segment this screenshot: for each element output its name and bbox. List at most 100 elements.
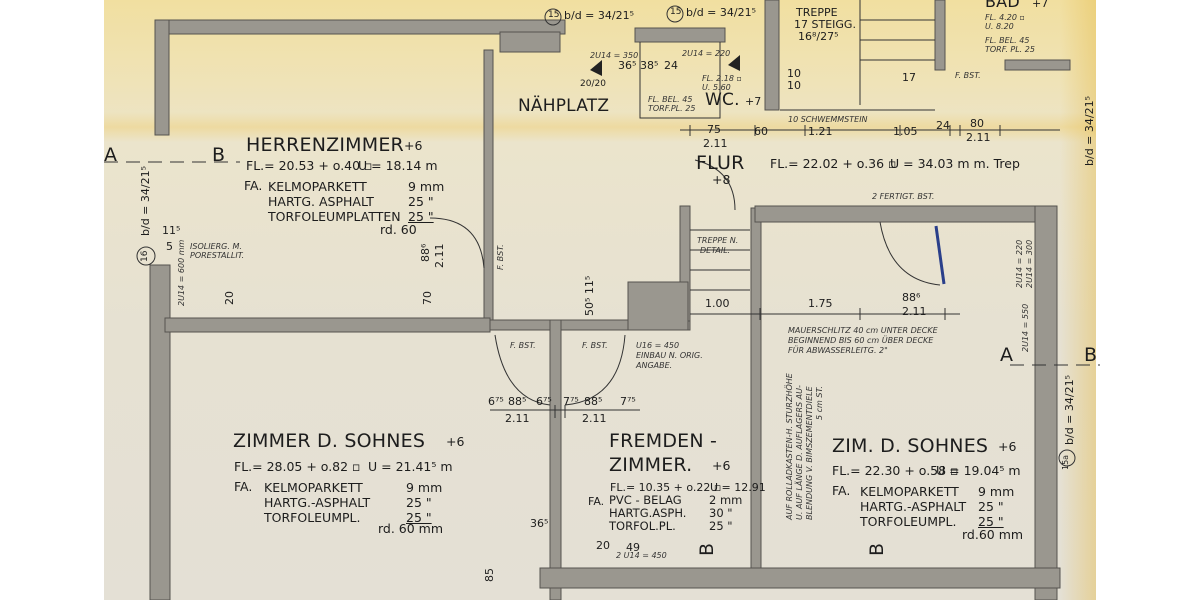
note-mauerschlitz: FÜR ABWASSERLEITG. 2"	[788, 346, 888, 355]
room-perimeter: U = 21.41⁵ m	[368, 459, 453, 474]
wall-left-upper	[154, 19, 170, 136]
window-tag-number: 15	[548, 10, 560, 20]
note-mauerschlitz: MAUERSCHLITZ 40 cm UNTER DECKE	[788, 326, 938, 335]
note-einbau: ANGABE.	[636, 361, 673, 370]
window-tag-circle-15b	[666, 5, 684, 23]
dimension-label: 20	[596, 539, 610, 552]
finish-prefix: FA.	[832, 483, 851, 498]
wc-floor: TORF.PL. 25	[648, 104, 696, 113]
dimension-line-mid	[690, 308, 960, 320]
wall-zim-top	[754, 205, 1046, 223]
room-title-zim-sohnes: ZIM. D. SOHNES	[832, 435, 989, 457]
dimension-label: 2.11	[505, 412, 530, 425]
note-schwemmstein: 10 SCHWEMMSTEIN	[788, 115, 868, 124]
window-tag-circle-16	[136, 246, 156, 266]
wc-outline	[639, 42, 721, 119]
dimension-label: 1.21	[808, 125, 833, 138]
floor-layer: TORFOLEUMPL.25 "	[860, 514, 1004, 529]
room-level: +7	[745, 95, 762, 108]
dimension-line-doors	[490, 405, 640, 418]
floor-layer: HARTG.ASPH.30 "	[609, 506, 733, 520]
door-arc-flur	[694, 159, 736, 211]
finish-prefix: FA.	[244, 178, 263, 193]
floor-layer: TORFOLEUMPL.25 "	[264, 510, 432, 525]
room-level: +6	[712, 458, 731, 473]
wall-sohnes-fremden	[549, 319, 562, 600]
beam-label: 2U14 = 350	[590, 51, 639, 60]
wc-wall-top	[634, 27, 726, 43]
finish-prefix: FA.	[588, 495, 605, 508]
window-tag-label: b/d = 34/21⁵	[686, 6, 756, 19]
dimension-line-top	[680, 125, 1060, 136]
stair-title: TREPPE	[796, 6, 838, 19]
window-tag-circle-15a	[544, 8, 562, 26]
room-title-zimmer-sohnes: ZIMMER D. SOHNES	[233, 430, 426, 452]
wall-mid-horizontal-2	[489, 319, 691, 331]
note-fertigt: 2 FERTIGT. BST.	[872, 192, 935, 201]
dimension-label: 10	[787, 79, 801, 92]
beam-label: 2U14 = 220	[682, 49, 731, 58]
door-arc-fremden	[564, 334, 626, 406]
dimension-label: 88⁵	[584, 395, 603, 408]
dimension-label: 6⁷⁵	[536, 395, 552, 408]
room-title-bad: BAD	[985, 0, 1020, 11]
dimension-label: 2.11	[902, 305, 927, 318]
window-tag-number: 15	[670, 7, 682, 17]
finish-prefix: FA.	[234, 479, 253, 494]
dimension-label: 60	[754, 125, 768, 138]
window-tag-number: 15a	[1061, 454, 1070, 470]
room-title-fremdenzimmer: FREMDEN -	[609, 430, 718, 452]
note-isolierung: PORESTALLIT.	[190, 251, 245, 260]
dimension-label: 24	[936, 119, 950, 132]
section-marker-b: B	[1084, 344, 1098, 366]
beam-label: 2U14 = 220	[1015, 239, 1024, 288]
chimney	[627, 281, 689, 331]
dimension-label: 1.00	[705, 297, 730, 310]
wall-top-strip	[499, 31, 561, 53]
room-area: FL.= 28.05 + o.82 ▫	[234, 459, 361, 474]
note-mauerschlitz: BEGINNEND BIS 60 cm ÜBER DECKE	[788, 336, 934, 345]
note-treppe-detail: TREPPE N.	[697, 236, 739, 245]
section-marker-a: A	[1000, 344, 1014, 366]
room-perimeter: U = 19.04⁵ m	[936, 463, 1021, 478]
bad-floor: TORF. PL. 25	[985, 45, 1035, 54]
floor-layer: TORFOL.PL.25 "	[609, 519, 733, 533]
dimension-label: 75	[707, 123, 721, 136]
wall-mid-horizontal	[164, 317, 491, 333]
wall-left-lower	[149, 264, 171, 600]
bad-wall-bottom	[1004, 59, 1071, 71]
bad-floor: FL. BEL. 45	[985, 36, 1030, 45]
dimension-label: 88⁶	[902, 291, 921, 304]
dimension-label: 11⁵	[162, 224, 181, 237]
note-rolladen: 5 cm ST.	[815, 386, 824, 420]
dimension-label: 1.05	[893, 125, 918, 138]
floor-total: rd. 60	[380, 222, 417, 237]
dimension-label: 36⁵	[618, 59, 637, 72]
beam-label: 2U14 = 300	[1025, 239, 1034, 288]
wall-herren-right	[483, 49, 494, 326]
note-fbst: F. BST.	[496, 244, 505, 270]
note-fbst: F. BST.	[955, 71, 981, 80]
room-title-flur: FLUR	[696, 152, 745, 174]
floor-total: rd.60 mm	[962, 527, 1024, 542]
dimension-label: 6⁷⁵	[488, 395, 504, 408]
door-arc-herren	[429, 217, 485, 269]
room-area: FL.= 22.02 + o.36 ▫	[770, 156, 897, 171]
wc-floor: FL. BEL. 45	[648, 95, 693, 104]
dimension-label: 50⁵ 11⁵	[583, 275, 596, 316]
wc-area: FL. 2.18 ▫	[702, 74, 742, 83]
window-tag-number: 16	[140, 250, 150, 262]
dimension-label: 80	[970, 117, 984, 130]
paper-sheet	[104, 0, 1096, 600]
floor-total: rd. 60 mm	[378, 521, 444, 536]
note-rolladen: BLENDUNG V. BIMSZEMENTDIELE	[805, 386, 814, 520]
